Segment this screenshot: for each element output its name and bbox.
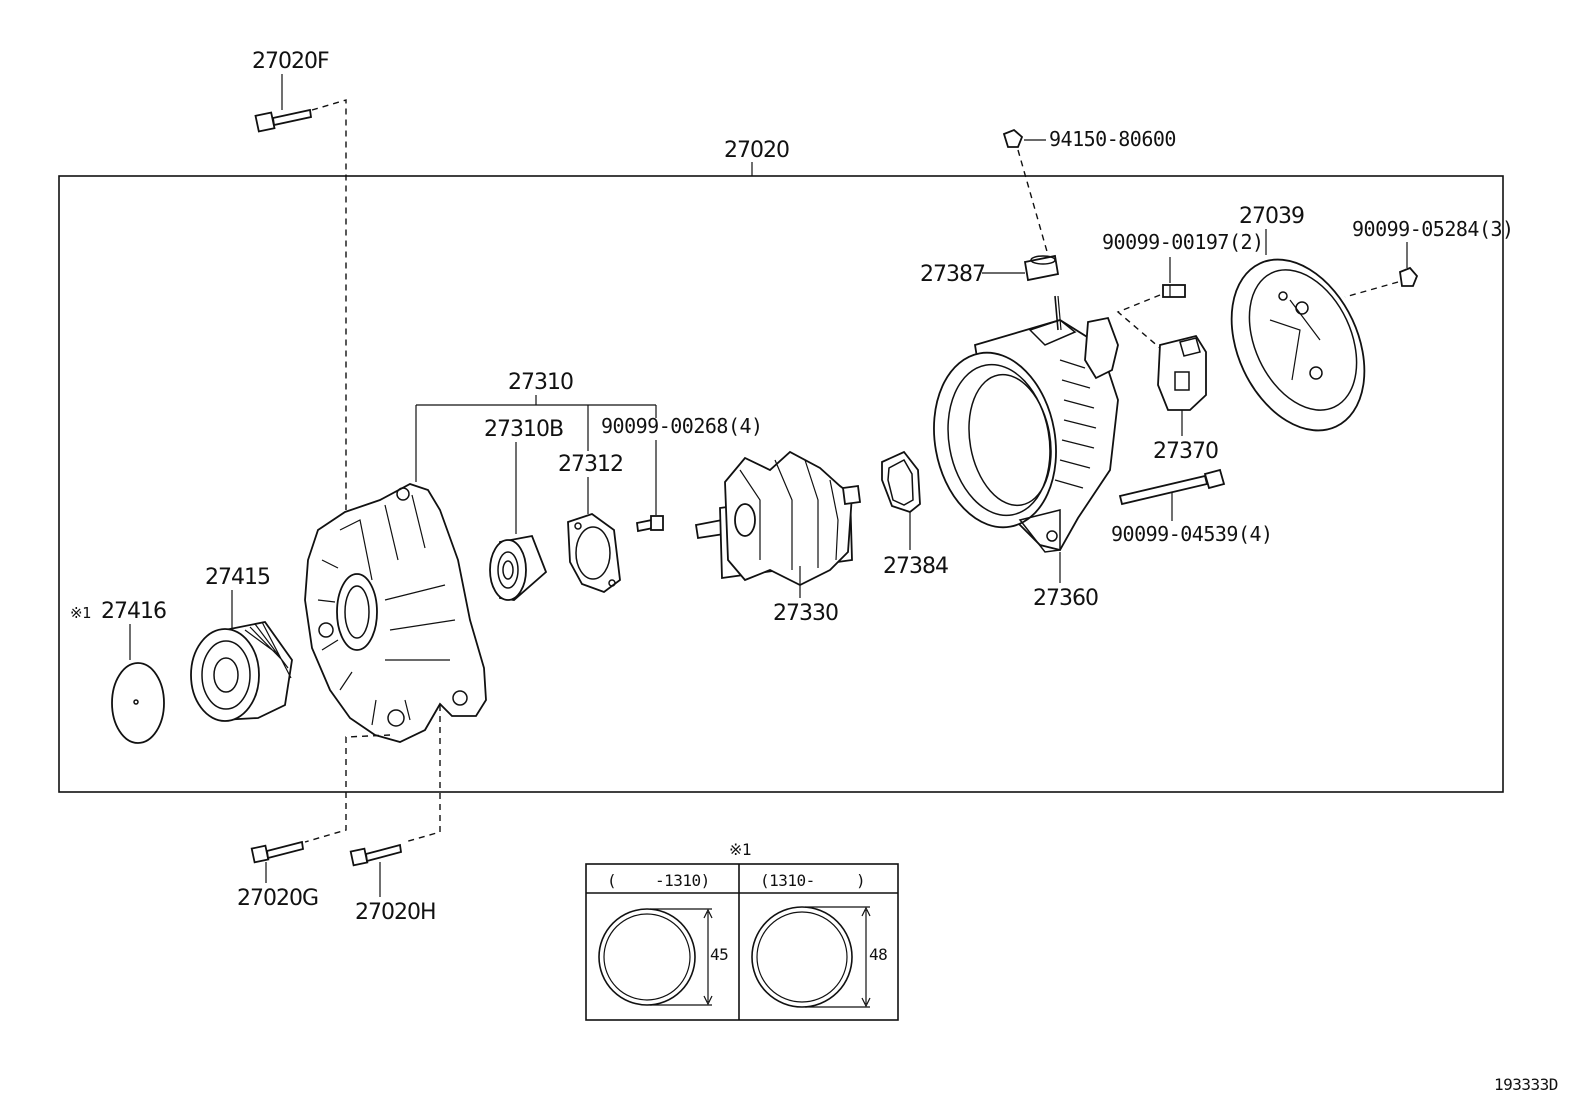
cap-27416-icon [111,662,165,744]
part-27416-marker: ※1 [70,604,91,622]
insulator-27387-icon [1023,254,1060,282]
note-col2-header-range: (1310- [760,871,815,890]
note-col2-dimension: 48 [869,945,887,964]
dashed-guide-90099-05284 [1344,281,1399,298]
part-27310[interactable]: 27310 [508,370,574,395]
part-90099-05284[interactable]: 90099-05284(3) [1352,217,1514,241]
diagram-id: 193333D [1494,1075,1558,1094]
dashed-guide-90099-00197 [1116,294,1161,349]
bolt-27020H-icon [349,843,403,867]
part-27330[interactable]: 27330 [773,601,839,626]
part-27387[interactable]: 27387 [920,262,986,287]
assembly-frame [58,175,1504,793]
retainer-27312-icon [567,512,621,594]
dashed-guide-94150 [1017,149,1049,256]
note-col1-dimension: 45 [710,945,728,964]
rear-cover-27039-icon [1230,258,1366,432]
dashed-guide-27020H [404,705,441,843]
pulley-27415-icon [190,621,293,722]
nut-90099-05284-icon [1399,266,1419,287]
part-27039[interactable]: 27039 [1239,204,1305,229]
part-27020[interactable]: 27020 [724,138,790,163]
note-col1-header-open: ( [607,871,616,890]
part-27360[interactable]: 27360 [1033,586,1099,611]
part-27415[interactable]: 27415 [205,565,271,590]
part-90099-00197[interactable]: 90099-00197(2) [1102,230,1264,254]
stator-27360-icon [933,295,1119,553]
ring-45-icon [598,908,713,1006]
part-27384[interactable]: 27384 [883,554,949,579]
plate-27384-icon [881,450,921,514]
part-27416[interactable]: 27416 [101,599,167,624]
part-94150-80600[interactable]: 94150-80600 [1049,127,1176,151]
dashed-guide-27020G [304,734,391,843]
part-27370[interactable]: 27370 [1153,439,1219,464]
note-col2-header-close: ) [856,871,865,890]
drive-end-frame-icon [304,483,487,743]
rotor-27330-icon [694,450,862,587]
ring-48-icon [751,906,871,1008]
bolt-90099-04539-icon [1118,468,1226,506]
bolt-27020G-icon [250,840,305,864]
bearing-27310B-icon [489,534,548,601]
brush-holder-27370-icon [1157,334,1207,411]
part-90099-04539[interactable]: 90099-04539(4) [1111,522,1273,546]
nut-94150-icon [1002,128,1024,148]
screw-90099-00268-icon [636,515,664,533]
part-27020F[interactable]: 27020F [252,49,330,74]
part-27020H[interactable]: 27020H [355,900,437,925]
dashed-guide-27020F [311,99,347,510]
screw-90099-00197-icon [1162,284,1186,298]
note-marker: ※1 [729,840,751,859]
part-27312[interactable]: 27312 [558,452,624,477]
part-90099-00268[interactable]: 90099-00268(4) [601,414,763,438]
part-27020G[interactable]: 27020G [237,886,319,911]
note-col1-header-range: -1310) [655,871,710,890]
part-27310B[interactable]: 27310B [484,417,564,442]
bolt-27020F-icon [254,108,313,133]
note-table [585,863,899,1021]
